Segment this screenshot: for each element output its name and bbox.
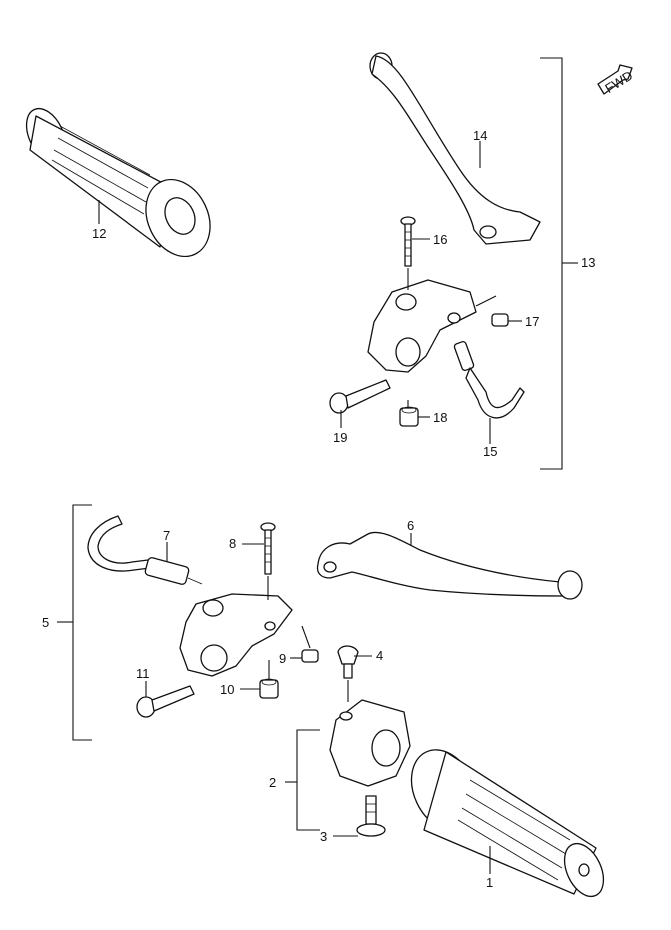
nut-9-part [301, 649, 319, 663]
callout-8: 8 [229, 536, 236, 551]
callout-17: 17 [525, 314, 539, 329]
group-bracket-5 [57, 504, 92, 741]
callout-19: 19 [333, 430, 347, 445]
callout-11: 11 [136, 666, 150, 681]
callout-14: 14 [473, 128, 487, 143]
grip-left-part [25, 107, 211, 258]
callout-6: 6 [407, 518, 414, 533]
callout-7: 7 [163, 528, 170, 543]
nut-18-part [399, 406, 419, 427]
fwd-arrow-icon: FWD [597, 64, 635, 96]
callout-16: 16 [433, 232, 447, 247]
callout-4: 4 [376, 648, 383, 663]
group-bracket-13 [540, 57, 578, 470]
lever-upper-part [369, 52, 541, 245]
switch-7-part [87, 515, 203, 585]
callout-13: 13 [581, 255, 595, 270]
housing-2-part [329, 699, 411, 787]
screw-19-part [329, 379, 391, 414]
bracket-upper-part [367, 279, 477, 373]
leader-lines [98, 141, 522, 874]
callout-15: 15 [483, 444, 497, 459]
callout-18: 18 [433, 410, 447, 425]
screw-4-part [337, 645, 359, 679]
nut-10-part [259, 678, 279, 699]
callouts: 12 14 16 13 17 18 19 15 6 7 8 5 4 9 11 1… [42, 128, 595, 890]
nut-17-part [491, 313, 509, 327]
screw-11-part [136, 685, 195, 718]
callout-9: 9 [279, 651, 286, 666]
callout-5: 5 [42, 615, 49, 630]
bracket-lower-part [179, 593, 293, 677]
callout-12: 12 [92, 226, 106, 241]
grip-right-part [410, 749, 605, 898]
screw-8-part [260, 522, 276, 575]
screw-3-part [356, 795, 386, 837]
callout-10: 10 [220, 682, 234, 697]
screw-16-part [400, 216, 416, 267]
callout-3: 3 [320, 829, 327, 844]
group-bracket-2 [285, 729, 320, 831]
callout-2: 2 [269, 775, 276, 790]
lever-lower-part [316, 531, 583, 600]
callout-1: 1 [486, 875, 493, 890]
switch-15-part [453, 340, 525, 419]
